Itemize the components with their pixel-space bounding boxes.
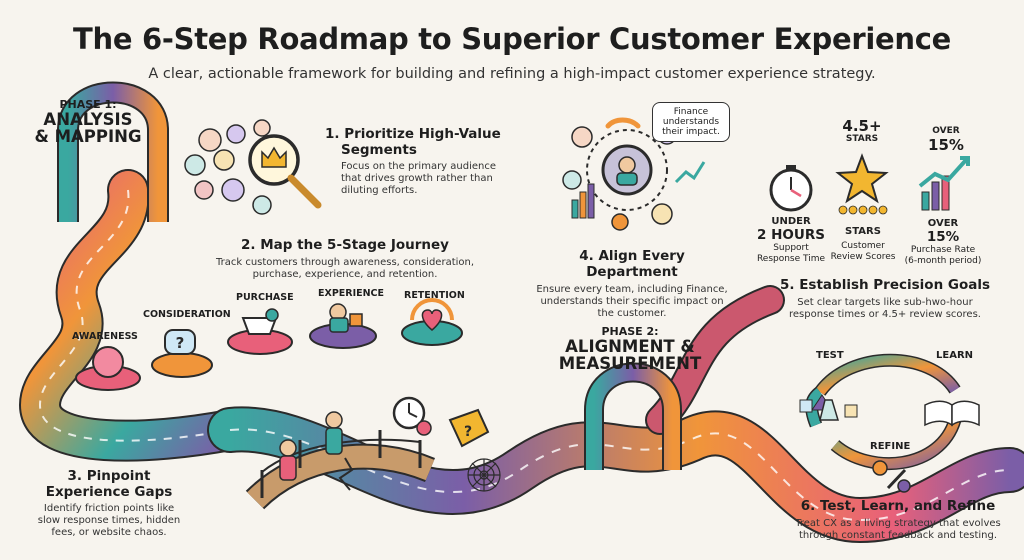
step-2: 2. Map the 5-Stage Journey Track custome… — [200, 237, 490, 281]
step-3-desc-line-1: Identify friction points like — [43, 503, 175, 514]
page-title: The 6-Step Roadmap to Superior Customer … — [73, 22, 951, 56]
step-6-desc-line-2: through constant feedback and testing. — [798, 530, 998, 541]
step-5-desc-line-2: response times or 4.5+ review scores. — [789, 309, 981, 320]
goal-stat-1-small-line-2: Response Time — [756, 254, 826, 264]
top-stars-unit: STARS — [845, 134, 879, 144]
goal-stat-1-big-line-2: 2 HOURS — [757, 227, 825, 243]
phase-1-title-line-2: & MAPPING — [34, 127, 142, 146]
goal-stat-1-small-line-1: Support — [773, 243, 809, 253]
goal-stat-3-big-line-1: OVER — [927, 218, 959, 229]
stage-label-experience: EXPERIENCE — [318, 288, 385, 299]
step-4-desc-line-1: Ensure every team, including Finance, — [536, 284, 728, 295]
phase-2-label: PHASE 2: — [601, 325, 659, 338]
step-4-desc-line-2: understands their specific impact on — [540, 296, 724, 307]
finance-speech-bubble: Finance understands their impact. — [652, 102, 730, 142]
stage-label-consideration: CONSIDERATION — [143, 309, 231, 320]
svg-text:?: ? — [464, 424, 472, 440]
step-1-title-line-1: 1. Prioritize High-Value — [325, 126, 501, 142]
phase-2-title-line-2: MEASUREMENT — [558, 354, 702, 373]
goal-stat-3-small-line-2: (6-month period) — [904, 256, 982, 266]
step-3-title-line-1: 3. Pinpoint — [67, 468, 151, 484]
goal-stat-1-big-line-1: UNDER — [771, 216, 811, 227]
goal-stat-2-small-line-2: Review Scores — [830, 252, 896, 262]
finance-bubble-line-3: their impact. — [662, 127, 720, 137]
arch-phase-1 — [57, 81, 169, 222]
step-5: 5. Establish Precision Goals Set clear t… — [770, 277, 1000, 321]
goal-icons — [769, 153, 970, 215]
step-1: 1. Prioritize High-Value Segments Focus … — [325, 126, 505, 197]
goal-stat-3-big-line-2: 15% — [926, 229, 960, 245]
step-3: 3. Pinpoint Experience Gaps Identify fri… — [14, 468, 204, 539]
goal-stat-purchase-rate: OVER 15% Purchase Rate (6-month period) — [900, 218, 986, 267]
step-2-desc-line-1: Track customers through awareness, consi… — [215, 257, 475, 268]
step-3-desc-line-3: fees, or website chaos. — [51, 527, 167, 538]
goal-stat-2-big-line-1: STARS — [845, 226, 881, 237]
stage-label-retention: RETENTION — [404, 290, 465, 301]
phase-2-title-line-1: ALIGNMENT & — [565, 337, 695, 356]
step-5-desc-line-1: Set clear targets like sub-hwo-hour — [797, 297, 973, 308]
step-5-title: 5. Establish Precision Goals — [779, 277, 991, 293]
road-phase-1 — [18, 169, 251, 462]
page-subtitle: A clear, actionable framework for buildi… — [148, 66, 876, 82]
goal-stat-review-scores: STARS Customer Review Scores — [830, 226, 896, 263]
step-4-title: 4. Align Every Department — [579, 248, 685, 280]
broken-bridge — [245, 411, 435, 510]
phase-2-heading: PHASE 2: ALIGNMENT & MEASUREMENT — [555, 325, 705, 372]
step-4: 4. Align Every Department Ensure every t… — [532, 248, 732, 320]
segment-avatars — [184, 119, 322, 215]
goal-stat-2-small-line-1: Customer — [841, 241, 885, 251]
step-3-desc-line-2: slow response times, hidden — [37, 515, 181, 526]
finance-bubble-line-1: Finance — [673, 107, 709, 117]
step-6: 6. Test, Learn, and Refine Treat CX as a… — [778, 498, 1018, 542]
top-growth-label: OVER 15% — [918, 126, 974, 153]
step-3-title-line-2: Experience Gaps — [45, 484, 173, 500]
step-1-title-line-2: Segments — [341, 142, 417, 158]
step-2-desc-line-2: purchase, experience, and retention. — [252, 269, 438, 280]
step-1-desc-line-2: that drives growth rather than — [341, 173, 493, 184]
top-growth-prefix: OVER — [932, 126, 960, 136]
goal-stat-3-small-line-1: Purchase Rate — [910, 245, 976, 255]
svg-text:?: ? — [176, 334, 185, 352]
finance-bubble-line-2: understands — [662, 117, 720, 127]
arch-phase-2 — [584, 362, 682, 470]
test-learn-refine-loop — [799, 353, 980, 493]
goal-stat-response-time: UNDER 2 HOURS Support Response Time — [752, 216, 830, 265]
stage-label-awareness: AWARENESS — [72, 331, 138, 342]
stage-label-purchase: PURCHASE — [236, 292, 294, 303]
top-stars-value: 4.5+ — [842, 117, 882, 135]
step-2-title: 2. Map the 5-Stage Journey — [241, 237, 449, 253]
step-4-desc-line-3: the customer. — [597, 308, 667, 319]
top-stars-label: 4.5+ STARS — [832, 118, 892, 145]
loop-label-learn: LEARN — [936, 350, 974, 361]
loop-label-refine: REFINE — [870, 441, 911, 452]
friction-icons: ? — [392, 396, 501, 492]
phase-1-heading: PHASE 1: ANALYSIS & MAPPING — [18, 98, 158, 145]
step-6-desc-line-1: Treat CX as a living strategy that evolv… — [795, 518, 1001, 529]
step-6-title: 6. Test, Learn, and Refine — [800, 498, 996, 514]
loop-label-test: TEST — [816, 350, 844, 361]
journey-platforms: ? — [75, 298, 463, 391]
step-1-desc-line-1: Focus on the primary audience — [341, 161, 497, 172]
top-growth-value: 15% — [928, 136, 964, 154]
phase-1-label: PHASE 1: — [59, 98, 117, 111]
step-1-desc-line-3: diluting efforts. — [341, 185, 418, 196]
phase-1-title-line-1: ANALYSIS — [43, 110, 133, 129]
